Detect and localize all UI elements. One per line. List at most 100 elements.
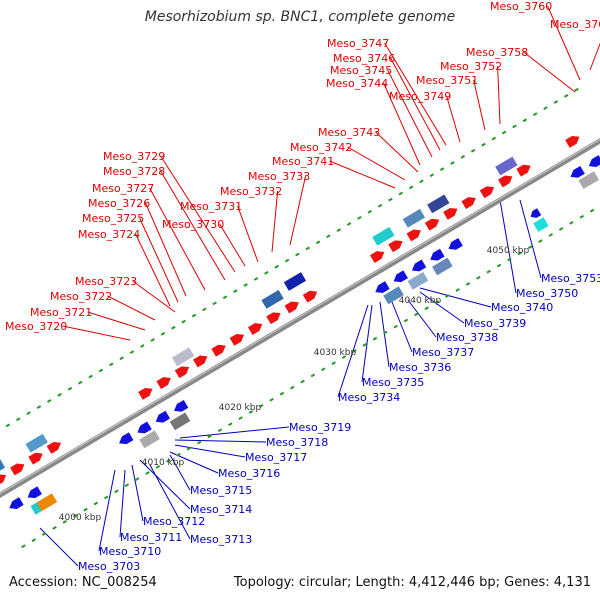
- forward-gene-arrow: [28, 452, 43, 465]
- reverse-gene-arrow: [119, 432, 134, 445]
- minor-tick-lower: [93, 501, 99, 506]
- forward-leader-line: [387, 69, 433, 158]
- minor-tick-lower: [290, 385, 295, 390]
- reverse-feature-box: [533, 217, 549, 232]
- minor-tick-lower: [41, 532, 47, 536]
- forward-gene-arrow: [302, 290, 318, 303]
- reverse-feature-box: [432, 257, 453, 276]
- minor-tick-lower: [145, 471, 150, 475]
- forward-leader-line: [149, 187, 206, 291]
- minor-tick-upper: [470, 148, 476, 153]
- reverse-gene-arrow: [411, 259, 427, 272]
- reverse-gene-arrow: [393, 270, 408, 283]
- minor-tick-lower: [569, 220, 574, 225]
- minor-tick-upper: [419, 179, 424, 184]
- minor-tick-upper: [491, 136, 497, 141]
- minor-tick-upper: [202, 307, 207, 312]
- forward-leader-line: [271, 190, 279, 253]
- forward-feature-box: [495, 156, 518, 176]
- forward-gene-arrow: [498, 175, 513, 188]
- forward-gene-label: Meso_3725: [82, 212, 144, 225]
- minor-tick-upper: [336, 228, 341, 232]
- reverse-leader-line: [519, 199, 542, 279]
- forward-gene-arrow: [156, 377, 171, 389]
- forward-leader-line: [87, 311, 146, 331]
- minor-tick-lower: [103, 495, 109, 500]
- minor-tick-lower: [52, 526, 57, 530]
- minor-tick-lower: [393, 324, 398, 329]
- minor-tick-upper: [501, 130, 507, 135]
- forward-gene-label: Meso_3731: [180, 200, 242, 213]
- forward-gene-label: Meso_3747: [327, 37, 389, 50]
- minor-tick-lower: [134, 477, 140, 481]
- minor-tick-upper: [212, 301, 217, 306]
- forward-feature-box: [402, 208, 426, 228]
- minor-tick-lower: [341, 355, 347, 359]
- minor-tick-upper: [98, 368, 104, 373]
- reverse-gene-arrow: [155, 410, 171, 423]
- reverse-leader-line: [98, 469, 116, 552]
- reverse-gene-label: Meso_3715: [190, 484, 252, 497]
- forward-gene-label: Meso_3722: [50, 290, 112, 303]
- reverse-leader-line: [391, 301, 413, 353]
- forward-gene-label: Meso_3720: [5, 320, 67, 333]
- reverse-gene-arrow: [570, 165, 585, 178]
- minor-tick-upper: [88, 374, 93, 379]
- minor-tick-lower: [31, 538, 37, 543]
- reverse-gene-arrow: [530, 208, 542, 218]
- minor-tick-upper: [181, 319, 186, 324]
- forward-gene-arrow: [46, 441, 62, 454]
- forward-gene-arrow: [369, 251, 385, 263]
- reverse-feature-box: [578, 171, 600, 189]
- accession-label: Accession: NC_008254: [9, 575, 157, 590]
- forward-gene-arrow: [174, 366, 190, 379]
- reverse-gene-label: Meso_3711: [120, 531, 182, 544]
- minor-tick-upper: [16, 417, 21, 422]
- forward-gene-arrow: [138, 387, 153, 400]
- minor-tick-lower: [259, 404, 264, 408]
- forward-gene-label: Meso_3752: [440, 60, 502, 73]
- reverse-gene-label: Meso_3750: [516, 287, 578, 300]
- forward-leader-line: [135, 233, 171, 307]
- forward-gene-arrow: [0, 474, 7, 487]
- forward-gene-label: Meso_3743: [318, 126, 380, 139]
- reverse-gene-arrow: [588, 155, 600, 167]
- minor-tick-upper: [284, 258, 290, 263]
- reverse-leader-line: [39, 527, 79, 567]
- minor-tick-lower: [217, 428, 223, 433]
- minor-tick-lower: [72, 513, 78, 518]
- forward-gene-arrow: [193, 355, 208, 368]
- minor-tick-lower: [372, 336, 378, 341]
- forward-gene-label: Meso_3728: [103, 165, 165, 178]
- minor-tick-upper: [67, 386, 73, 391]
- reverse-gene-arrow: [9, 497, 24, 509]
- minor-tick-lower: [196, 440, 202, 445]
- forward-leader-line: [139, 217, 179, 303]
- minor-tick-upper: [481, 142, 486, 147]
- tick-label: 4000 kbp: [59, 513, 102, 523]
- forward-feature-box: [372, 226, 395, 246]
- forward-gene-arrow: [406, 229, 421, 242]
- reverse-gene-label: Meso_3735: [362, 376, 424, 389]
- minor-tick-upper: [326, 234, 331, 239]
- reverse-gene-label: Meso_3740: [491, 301, 553, 314]
- minor-tick-upper: [150, 338, 155, 342]
- map-title: Mesorhizobium sp. BNC1, complete genome: [144, 9, 456, 25]
- minor-tick-lower: [434, 300, 440, 305]
- backbone-highlight: [0, 138, 600, 495]
- forward-leader-line: [237, 205, 259, 263]
- minor-tick-lower: [62, 519, 68, 524]
- reverse-feature-box: [407, 272, 429, 290]
- reverse-gene-label: Meso_3719: [289, 421, 351, 434]
- minor-tick-lower: [176, 452, 181, 457]
- reverse-feature-box: [169, 412, 191, 431]
- minor-tick-upper: [398, 191, 404, 196]
- reverse-gene-arrow: [375, 281, 390, 293]
- reverse-leader-line: [379, 301, 390, 368]
- minor-tick-lower: [186, 446, 192, 451]
- minor-tick-lower: [124, 483, 130, 488]
- forward-gene-label: Meso_3723: [75, 275, 137, 288]
- reverse-leader-line: [179, 426, 290, 439]
- forward-gene-label: Meso_3730: [162, 218, 224, 231]
- minor-tick-lower: [414, 312, 419, 317]
